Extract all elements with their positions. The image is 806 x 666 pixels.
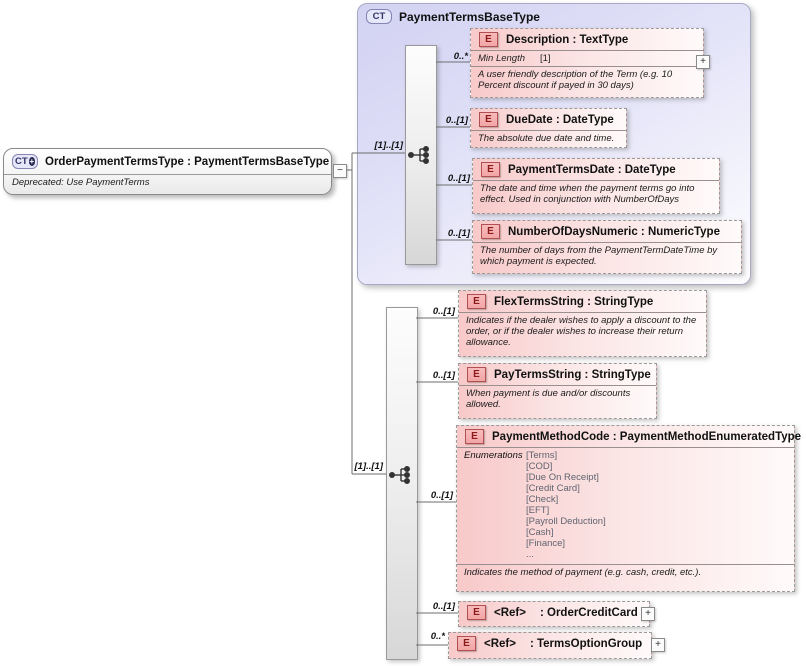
element-annotation: The number of days from the PaymentTermD…	[473, 242, 741, 270]
sequence-icon	[408, 146, 430, 164]
base-type-header[interactable]: CT PaymentTermsBaseType	[358, 4, 750, 29]
element-ref-termsoptiongroup[interactable]: E <Ref> : TermsOptionGroup	[448, 632, 652, 659]
element-title-row: E FlexTermsString : StringType	[459, 291, 706, 312]
cardinality-flexterms: 0..[1]	[432, 306, 455, 317]
facet-value: [1]	[540, 53, 551, 64]
enum-value: [COD]	[526, 461, 553, 472]
enum-value: [Payroll Deduction]	[526, 516, 606, 527]
enum-value: [Due On Receipt]	[526, 472, 599, 483]
element-paymentmethodcode[interactable]: E PaymentMethodCode : PaymentMethodEnume…	[456, 425, 801, 592]
enum-value: [Cash]	[526, 527, 554, 538]
element-title: PaymentMethodCode : PaymentMethodEnumera…	[492, 430, 802, 443]
element-title-row: E PaymentTermsDate : DateType	[473, 159, 719, 180]
expand-handle-ordercreditcard[interactable]: +	[641, 607, 655, 621]
enum-value: [Credit Card]	[526, 483, 580, 494]
cardinality-paymentmethod: 0..[1]	[430, 490, 453, 501]
enumerations-section: Enumerations [Terms][COD][Due On Receipt…	[457, 447, 794, 564]
element-icon: E	[467, 294, 486, 309]
ref-name: <Ref>	[484, 637, 516, 650]
enum-value: [Finance]	[526, 538, 566, 549]
cardinality-duedate: 0..[1]	[445, 115, 468, 126]
element-title: DueDate : DateType	[506, 113, 614, 126]
cardinality-ref-termsoption: 0..*	[430, 631, 445, 642]
enum-value: ...	[526, 549, 534, 560]
cardinality-paymenttermsdate: 0..[1]	[447, 173, 470, 184]
root-type-title-row: CT+ OrderPaymentTermsType : PaymentTerms…	[4, 149, 331, 175]
element-icon: E	[479, 112, 498, 127]
cardinality-numberofdays: 0..[1]	[447, 228, 470, 239]
facet-name: Min Length	[478, 53, 526, 64]
element-paymenttermsdate[interactable]: E PaymentTermsDate : DateType The date a…	[472, 158, 720, 214]
ref-name: <Ref>	[494, 606, 526, 619]
complex-type-derived-icon: CT+	[12, 154, 38, 169]
element-annotation: The absolute due date and time.	[471, 130, 626, 147]
expand-handle-description[interactable]: +	[696, 55, 710, 69]
cardinality-extension: [1]..[1]	[354, 461, 384, 472]
element-title: Description : TextType	[506, 33, 629, 46]
facet-row: Min Length [1]	[471, 50, 703, 66]
enumerations-list: [Terms][COD][Due On Receipt][Credit Card…	[526, 450, 606, 562]
ref-type: : TermsOptionGroup	[529, 637, 643, 650]
expand-handle-termsoptiongroup[interactable]: +	[651, 638, 665, 652]
element-icon: E	[481, 162, 500, 177]
element-title-row: E PayTermsString : StringType	[459, 364, 656, 385]
element-numberofdays[interactable]: E NumberOfDaysNumeric : NumericType The …	[472, 220, 742, 274]
element-title-row: E <Ref> : OrderCreditCard	[459, 602, 649, 623]
element-icon: E	[465, 429, 484, 444]
root-type-annotation: Deprecated: Use PaymentTerms	[12, 177, 150, 188]
element-title-row: E Description : TextType	[471, 29, 703, 50]
element-duedate[interactable]: E DueDate : DateType The absolute due da…	[470, 108, 627, 148]
element-icon: E	[467, 605, 486, 620]
element-title: NumberOfDaysNumeric : NumericType	[508, 225, 720, 238]
enum-value: [EFT]	[526, 505, 550, 516]
cardinality-base: [1]..[1]	[374, 140, 404, 151]
element-title-row: E PaymentMethodCode : PaymentMethodEnume…	[457, 426, 801, 447]
enum-value: [Terms]	[526, 450, 558, 461]
element-ref-ordercreditcard[interactable]: E <Ref> : OrderCreditCard	[458, 601, 650, 627]
root-type-title: OrderPaymentTermsType : PaymentTermsBase…	[45, 155, 330, 168]
ref-type: : OrderCreditCard	[539, 606, 638, 619]
enumerations-label: Enumerations	[464, 450, 523, 461]
element-annotation: The date and time when the payment terms…	[473, 180, 719, 208]
sequence-icon	[389, 466, 411, 484]
element-title: PayTermsString : StringType	[494, 368, 651, 381]
complex-type-icon: CT	[366, 9, 392, 24]
base-type-title: PaymentTermsBaseType	[399, 9, 540, 24]
plus-circle-icon: +	[28, 157, 35, 166]
cardinality-ref-creditcard: 0..[1]	[432, 601, 455, 612]
element-title: FlexTermsString : StringType	[494, 295, 654, 308]
element-annotation: A user friendly description of the Term …	[471, 66, 703, 94]
element-title-row: E DueDate : DateType	[471, 109, 626, 130]
enum-value: [Check]	[526, 494, 559, 505]
element-icon: E	[479, 32, 498, 47]
element-annotation: Indicates if the dealer wishes to apply …	[459, 312, 706, 351]
cardinality-payterms: 0..[1]	[432, 370, 455, 381]
element-icon: E	[481, 224, 500, 239]
element-annotation: Indicates the method of payment (e.g. ca…	[457, 564, 794, 581]
collapse-handle[interactable]: −	[333, 164, 347, 178]
element-icon: E	[467, 367, 486, 382]
sequence-bar-extension[interactable]	[386, 307, 418, 660]
element-description[interactable]: E Description : TextType Min Length [1] …	[470, 28, 704, 98]
element-title: PaymentTermsDate : DateType	[508, 163, 676, 176]
element-payterms[interactable]: E PayTermsString : StringType When payme…	[458, 363, 657, 419]
root-type-box[interactable]: CT+ OrderPaymentTermsType : PaymentTerms…	[3, 148, 332, 195]
element-annotation: When payment is due and/or discounts all…	[459, 385, 656, 413]
cardinality-description: 0..*	[453, 51, 468, 62]
element-title-row: E NumberOfDaysNumeric : NumericType	[473, 221, 741, 242]
element-icon: E	[457, 636, 476, 651]
element-title-row: E <Ref> : TermsOptionGroup	[449, 633, 651, 654]
element-flexterms[interactable]: E FlexTermsString : StringType Indicates…	[458, 290, 707, 357]
